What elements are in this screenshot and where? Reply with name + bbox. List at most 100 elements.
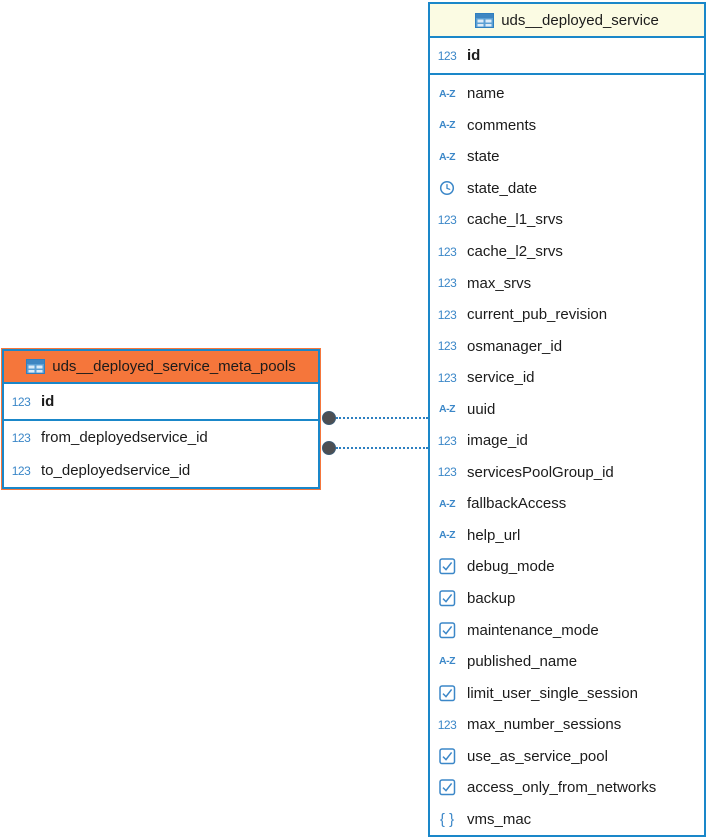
field-row[interactable]: maintenance_mode (430, 614, 704, 646)
field-label: id (41, 393, 55, 410)
field-row[interactable]: A-Z state (430, 141, 704, 173)
field-label: uuid (467, 400, 496, 418)
table-icon (26, 359, 46, 374)
field-label: published_name (467, 653, 578, 671)
table-icon (475, 12, 495, 28)
field-row[interactable]: 123 cache_l2_srvs (430, 236, 704, 268)
text-type-icon: A-Z (439, 655, 456, 668)
relation-anchor-dot[interactable] (322, 441, 336, 455)
field-label: current_pub_revision (467, 306, 608, 324)
entity-title: uds__deployed_service_meta_pools (52, 358, 296, 375)
pk-row[interactable]: 123 id (430, 38, 704, 73)
field-label: image_id (467, 432, 528, 450)
field-label: state_date (467, 179, 538, 197)
field-label: maintenance_mode (467, 621, 599, 639)
boolean-type-icon (435, 558, 459, 575)
number-type-icon: 123 (437, 48, 457, 63)
entity-header[interactable]: uds__deployed_service_meta_pools (4, 351, 318, 384)
field-label: comments (467, 116, 537, 134)
boolean-type-icon (435, 621, 459, 639)
text-type-icon: A-Z (439, 529, 456, 542)
field-row[interactable]: 123 service_id (430, 362, 704, 394)
datetime-type-icon (435, 180, 459, 196)
relation-link[interactable] (336, 417, 428, 419)
field-label: name (467, 85, 505, 103)
entity-uds__deployed_service_meta_pools[interactable]: uds__deployed_service_meta_pools 123 id 1… (1, 348, 321, 490)
field-label: cache_l2_srvs (467, 243, 563, 260)
field-label: service_id (467, 369, 535, 387)
text-type-icon: A-Z (439, 119, 456, 132)
field-label: to_deployedservice_id (41, 462, 191, 479)
field-label: id (467, 47, 481, 64)
primary-key-section: 123 id (4, 384, 318, 421)
relation-anchor-dot[interactable] (322, 411, 336, 425)
field-row[interactable]: 123 osmanager_id (430, 330, 704, 362)
number-type-icon: 123 (437, 370, 457, 385)
number-type-icon: 123 (437, 212, 457, 227)
field-row[interactable]: A-Z uuid (430, 393, 704, 425)
field-label: fallbackAccess (467, 495, 567, 513)
field-label: limit_user_single_session (467, 684, 638, 702)
number-type-icon: 123 (437, 276, 457, 291)
number-type-icon: 123 (437, 339, 457, 354)
field-row[interactable]: 123 servicesPoolGroup_id (430, 457, 704, 489)
text-type-icon: A-Z (439, 497, 456, 510)
field-label: from_deployedservice_id (41, 429, 208, 446)
field-label: use_as_service_pool (467, 747, 608, 765)
field-label: help_url (467, 526, 521, 544)
field-row[interactable]: limit_user_single_session (430, 677, 704, 709)
field-row[interactable]: access_only_from_networks (430, 772, 704, 804)
field-label: access_only_from_networks (467, 779, 657, 797)
boolean-type-icon (435, 779, 459, 796)
number-type-icon: 123 (437, 465, 457, 480)
field-label: state (467, 148, 500, 166)
field-label: servicesPoolGroup_id (467, 463, 614, 481)
json-type-icon: { } (439, 810, 455, 828)
relation-link[interactable] (336, 447, 428, 449)
field-row[interactable]: debug_mode (430, 551, 704, 583)
number-type-icon: 123 (437, 307, 457, 322)
field-row[interactable]: backup (430, 583, 704, 615)
field-row[interactable]: 123 image_id (430, 425, 704, 457)
number-type-icon: 123 (11, 430, 31, 445)
number-type-icon: 123 (11, 394, 31, 409)
field-label: max_number_sessions (467, 716, 622, 734)
field-row[interactable]: 123 current_pub_revision (430, 299, 704, 331)
field-row[interactable]: 123 cache_l1_srvs (430, 204, 704, 236)
entity-title: uds__deployed_service (501, 11, 659, 29)
field-row[interactable]: 123 max_srvs (430, 267, 704, 299)
boolean-type-icon (435, 684, 459, 702)
number-type-icon: 123 (11, 463, 31, 478)
number-type-icon: 123 (437, 717, 457, 732)
pk-row[interactable]: 123 id (4, 384, 318, 419)
field-label: osmanager_id (467, 337, 563, 355)
field-row[interactable]: state_date (430, 173, 704, 205)
field-label: cache_l1_srvs (467, 211, 563, 229)
text-type-icon: A-Z (439, 402, 456, 415)
field-label: backup (467, 590, 516, 608)
primary-key-section: 123 id (430, 38, 704, 75)
boolean-type-icon (435, 748, 459, 765)
field-row[interactable]: A-Z fallbackAccess (430, 488, 704, 520)
field-row[interactable]: A-Z comments (430, 110, 704, 142)
field-label: max_srvs (467, 274, 532, 292)
field-row[interactable]: A-Z help_url (430, 520, 704, 552)
field-row[interactable]: { } vms_mac (430, 804, 704, 836)
field-label: debug_mode (467, 558, 555, 576)
field-row[interactable]: 123 max_number_sessions (430, 709, 704, 741)
text-type-icon: A-Z (439, 150, 456, 163)
field-row[interactable]: use_as_service_pool (430, 740, 704, 772)
entity-header[interactable]: uds__deployed_service (430, 4, 704, 38)
number-type-icon: 123 (437, 433, 457, 448)
fields-section: 123 from_deployedservice_id 123 to_deployed… (4, 421, 318, 487)
field-row[interactable]: A-Z published_name (430, 646, 704, 678)
field-row[interactable]: 123 from_deployedservice_id (4, 421, 318, 454)
field-label: vms_mac (467, 810, 532, 828)
field-row[interactable]: 123 to_deployedservice_id (4, 454, 318, 487)
boolean-type-icon (435, 590, 459, 607)
number-type-icon: 123 (437, 244, 457, 259)
